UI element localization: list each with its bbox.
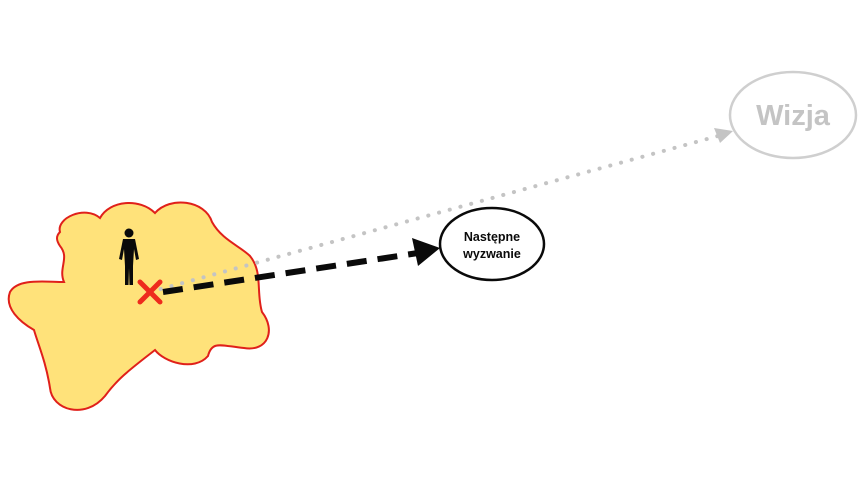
next-challenge-path-line (162, 250, 419, 295)
next-challenge-ellipse (438, 206, 546, 282)
vision-label: Wizja (756, 100, 831, 132)
next-challenge-arrowhead (412, 238, 440, 266)
x-mark-icon (137, 279, 163, 305)
person-silhouette-icon (119, 228, 139, 285)
vision-ellipse (728, 70, 858, 160)
vision-path-line (148, 134, 720, 294)
vision-path-arrowhead (714, 128, 733, 143)
next-challenge-label-line2: wyzwanie (462, 247, 521, 261)
comfort-zone-blob (7, 201, 270, 411)
next-challenge-label-line1: Następne (464, 230, 520, 244)
